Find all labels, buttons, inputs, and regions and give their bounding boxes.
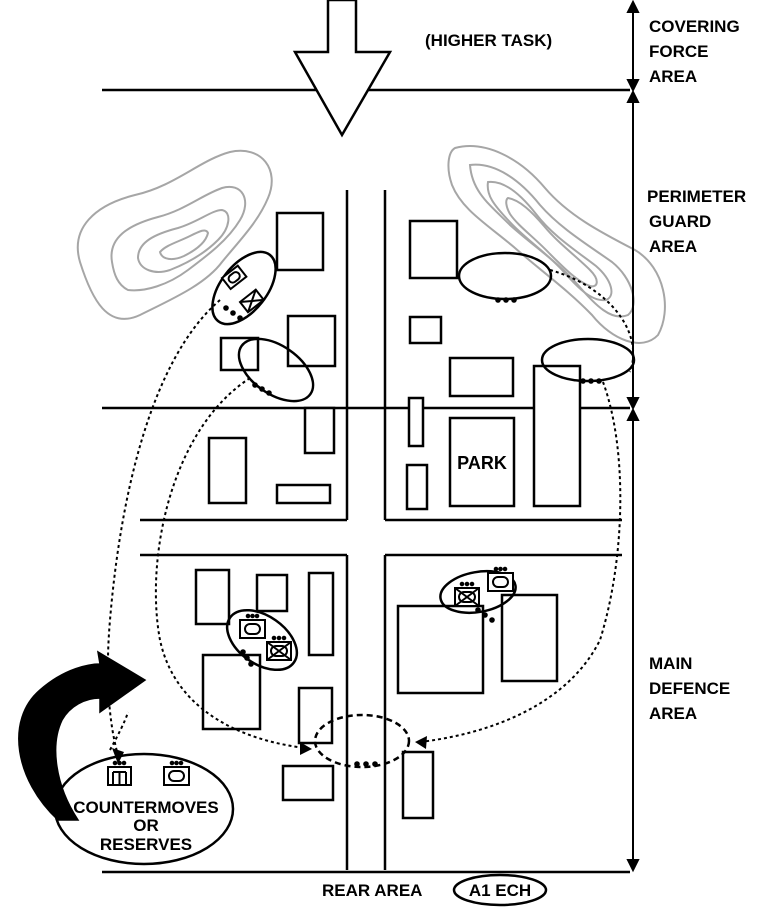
building <box>255 573 289 613</box>
building <box>207 436 248 505</box>
building <box>396 604 485 695</box>
building <box>401 750 435 820</box>
building <box>407 396 425 448</box>
covering-force-label-line2: FORCE <box>649 42 709 61</box>
infantry-unit-icon <box>238 288 266 314</box>
building <box>275 483 332 505</box>
reserves-label-line1: COUNTERMOVES <box>73 798 218 817</box>
building <box>408 219 459 280</box>
covering-force-label-line1: COVERING <box>649 17 740 36</box>
reserves-label-line3: RESERVES <box>100 835 192 854</box>
a1-ech-oval <box>452 873 548 907</box>
countermove-arrow <box>18 650 147 821</box>
guard-position-e <box>540 337 636 383</box>
hill-contours-left <box>76 149 273 320</box>
building <box>532 364 582 508</box>
guard-position-ne <box>457 251 553 301</box>
route-w-to-rear <box>154 377 306 749</box>
infantry-unit-icon <box>454 581 480 607</box>
reserve-armour-icon <box>163 760 190 786</box>
building <box>408 315 443 345</box>
building <box>275 211 325 272</box>
infantry-unit-icon <box>266 635 292 661</box>
main-position-e <box>439 569 517 615</box>
covering-force-label-line3: AREA <box>649 67 697 86</box>
route-ne-to-e <box>549 269 635 373</box>
route-arrowheads <box>112 736 427 764</box>
building <box>307 571 335 657</box>
a1-ech-label: A1 ECH <box>469 881 531 900</box>
rear-assembly-dashed <box>313 713 411 769</box>
building <box>405 463 429 511</box>
perimeter-guard-label-line3: AREA <box>649 237 697 256</box>
hill-contours-right <box>447 145 666 344</box>
perimeter-guard-label-line1: PERIMETER <box>647 187 746 206</box>
armour-unit-icon <box>487 566 514 592</box>
route-nw-to-reserves <box>106 299 221 756</box>
building <box>448 356 515 398</box>
main-defence-label-line3: AREA <box>649 704 697 723</box>
building <box>281 764 335 802</box>
perimeter-guard-label-line2: GUARD <box>649 212 711 231</box>
reserves-label-line2: OR <box>133 816 159 835</box>
main-defence-label-line1: MAIN <box>649 654 692 673</box>
building <box>303 406 336 455</box>
higher-task-arrow <box>292 0 393 138</box>
building <box>194 568 231 626</box>
unit-positions <box>53 250 636 866</box>
armour-unit-icon <box>239 613 266 639</box>
park-label: PARK <box>457 453 507 473</box>
main-defence-label-line2: DEFENCE <box>649 679 730 698</box>
unit-symbols <box>107 264 514 786</box>
building <box>286 314 337 368</box>
armour-unit-icon <box>220 264 248 291</box>
buildings <box>194 211 582 820</box>
movement-routes <box>106 269 635 756</box>
park-block <box>448 416 516 508</box>
building <box>500 593 559 683</box>
rear-area-label: REAR AREA <box>322 881 422 900</box>
road-network <box>140 190 622 870</box>
guard-position-nw <box>211 250 277 326</box>
reserve-infantry-icon <box>107 760 132 786</box>
position-dots <box>223 297 602 767</box>
route-e-to-rear <box>419 381 622 743</box>
zone-extent-arrows <box>626 0 640 873</box>
higher-task-label: (HIGHER TASK) <box>425 31 552 50</box>
